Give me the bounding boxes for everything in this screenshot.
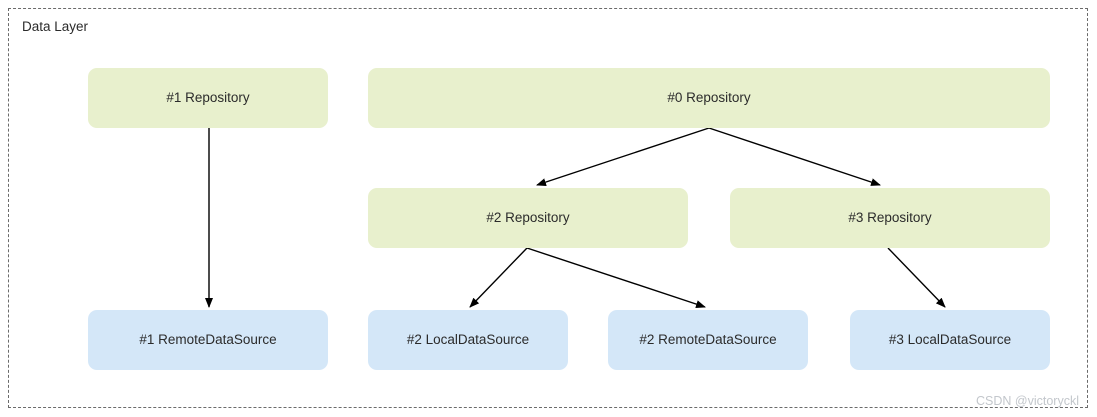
node-repo1[interactable]: #1 Repository [88, 68, 328, 128]
node-label: #3 Repository [848, 210, 932, 226]
data-layer-label: Data Layer [22, 19, 89, 34]
node-ds2r[interactable]: #2 RemoteDataSource [608, 310, 808, 370]
node-ds2l[interactable]: #2 LocalDataSource [368, 310, 568, 370]
node-repo3[interactable]: #3 Repository [730, 188, 1050, 248]
node-ds3l[interactable]: #3 LocalDataSource [850, 310, 1050, 370]
node-repo2[interactable]: #2 Repository [368, 188, 688, 248]
data-layer-container [8, 8, 1088, 408]
node-label: #2 RemoteDataSource [639, 332, 777, 348]
node-label: #2 Repository [486, 210, 570, 226]
node-ds1r[interactable]: #1 RemoteDataSource [88, 310, 328, 370]
watermark: CSDN @victoryckl [976, 393, 1079, 408]
node-label: #0 Repository [667, 90, 751, 106]
node-label: #1 Repository [166, 90, 250, 106]
node-label: #2 LocalDataSource [406, 332, 530, 348]
node-label: #3 LocalDataSource [888, 332, 1012, 348]
node-label: #1 RemoteDataSource [139, 332, 277, 348]
node-repo0[interactable]: #0 Repository [368, 68, 1050, 128]
